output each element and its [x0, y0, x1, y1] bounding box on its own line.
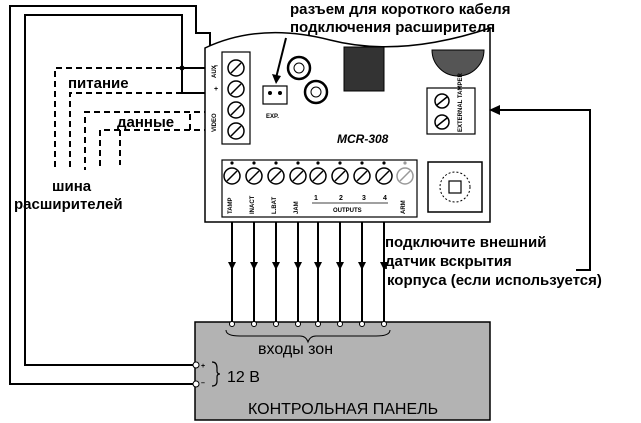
terminal-marker-dot	[403, 161, 407, 165]
rf-module-chip	[343, 46, 385, 92]
voltage-brace	[211, 361, 221, 387]
zone-wire-arrow	[250, 262, 258, 270]
power-wires	[9, 5, 211, 385]
voltage-label: 12 В	[227, 369, 260, 386]
zone-inputs-bracket	[225, 329, 391, 344]
panel-terminal-plus	[192, 361, 200, 369]
outputs-label: OUTPUTS	[333, 208, 362, 214]
panel-title: КОНТРОЛЬНАЯ ПАНЕЛЬ	[248, 401, 438, 418]
zone-input-terminal	[229, 321, 235, 327]
zone-input-terminal	[251, 321, 257, 327]
terminal-marker-dot	[252, 161, 256, 165]
connector-label-line1: разъем для короткого кабеля	[290, 1, 510, 18]
terminal-lbat-label: L.BAT	[272, 196, 278, 214]
zone-wire-arrow	[228, 262, 236, 270]
power-label: питание	[68, 75, 129, 92]
zone-input-terminal	[359, 321, 365, 327]
bottom-screws	[223, 161, 414, 185]
exp-connector	[262, 85, 288, 105]
terminal-screw-slot	[270, 170, 282, 182]
zone-input-terminal	[315, 321, 321, 327]
terminal-screw-slot	[334, 170, 346, 182]
zone-wires	[228, 222, 388, 327]
terminal-minus-label: –	[214, 63, 218, 70]
terminal-aux-label: AUX	[212, 65, 218, 78]
terminal-inact-label: INACT	[250, 195, 256, 214]
zone-wire-arrow	[294, 262, 302, 270]
terminal-screw-slot	[312, 170, 324, 182]
arm-label: ARM	[401, 200, 407, 214]
terminal-screw-slot	[292, 170, 304, 182]
output-3-label: 3	[362, 195, 366, 202]
zone-wire-arrow	[380, 262, 388, 270]
terminal-screw-slot	[378, 170, 390, 182]
expansion-bus	[54, 67, 210, 170]
zone-input-terminal	[273, 321, 279, 327]
output-2-label: 2	[339, 195, 343, 202]
bus-label-line1: шина	[52, 178, 92, 195]
control-panel	[194, 321, 491, 421]
data-label: данные	[117, 114, 174, 131]
exp-label: EXP.	[266, 114, 279, 120]
terminal-marker-dot	[274, 161, 278, 165]
terminal-video-label: VIDEO	[212, 113, 218, 132]
terminal-jam-label: JAM	[294, 201, 300, 214]
terminal-marker-dot	[296, 161, 300, 165]
zone-inputs-label: входы зон	[258, 341, 333, 358]
output-1-label: 1	[314, 195, 318, 202]
model-label: MCR-308	[337, 132, 389, 146]
panel-minus-sign: –	[201, 380, 205, 387]
zone-wire-arrow	[336, 262, 344, 270]
tamper-pointer	[498, 109, 591, 271]
terminal-marker-dot	[338, 161, 342, 165]
buzzer	[431, 49, 485, 77]
left-screws	[227, 59, 245, 140]
tamper-terminal-label: EXTERNAL TAMPER	[458, 73, 464, 132]
terminal-marker-dot	[382, 161, 386, 165]
panel-plus-sign: +	[201, 363, 205, 370]
terminal-marker-dot	[360, 161, 364, 165]
tamper-label-line3: корпуса (если используется)	[387, 272, 602, 289]
output-4-label: 4	[383, 195, 387, 202]
terminal-screw-slot	[248, 170, 260, 182]
zone-input-terminal	[295, 321, 301, 327]
terminal-tamp-label: TAMP	[228, 197, 234, 214]
terminal-marker-dot	[230, 161, 234, 165]
terminal-plus-label: +	[214, 86, 218, 93]
zone-input-terminal	[337, 321, 343, 327]
zone-wire-arrow	[358, 262, 366, 270]
terminal-screw-slot	[399, 170, 411, 182]
tamper-label-line2: датчик вскрытия	[385, 253, 512, 270]
tamper-label-line1: подключите внешний	[385, 234, 546, 251]
connector-pointer	[275, 37, 287, 79]
zone-wire-arrow	[272, 262, 280, 270]
mcr-308-module: AUX – + VIDEO EXP. MCR-308 EXTERNAL TAMP…	[204, 26, 491, 223]
zone-input-terminal	[381, 321, 387, 327]
terminal-screw-slot	[356, 170, 368, 182]
terminal-screw-slot	[226, 170, 238, 182]
zone-wire-arrow	[314, 262, 322, 270]
terminal-marker-dot	[316, 161, 320, 165]
connector-label-line2: подключения расширителя	[290, 19, 495, 36]
bus-label-line2: расширителей	[14, 196, 123, 213]
panel-terminal-minus	[192, 380, 200, 388]
